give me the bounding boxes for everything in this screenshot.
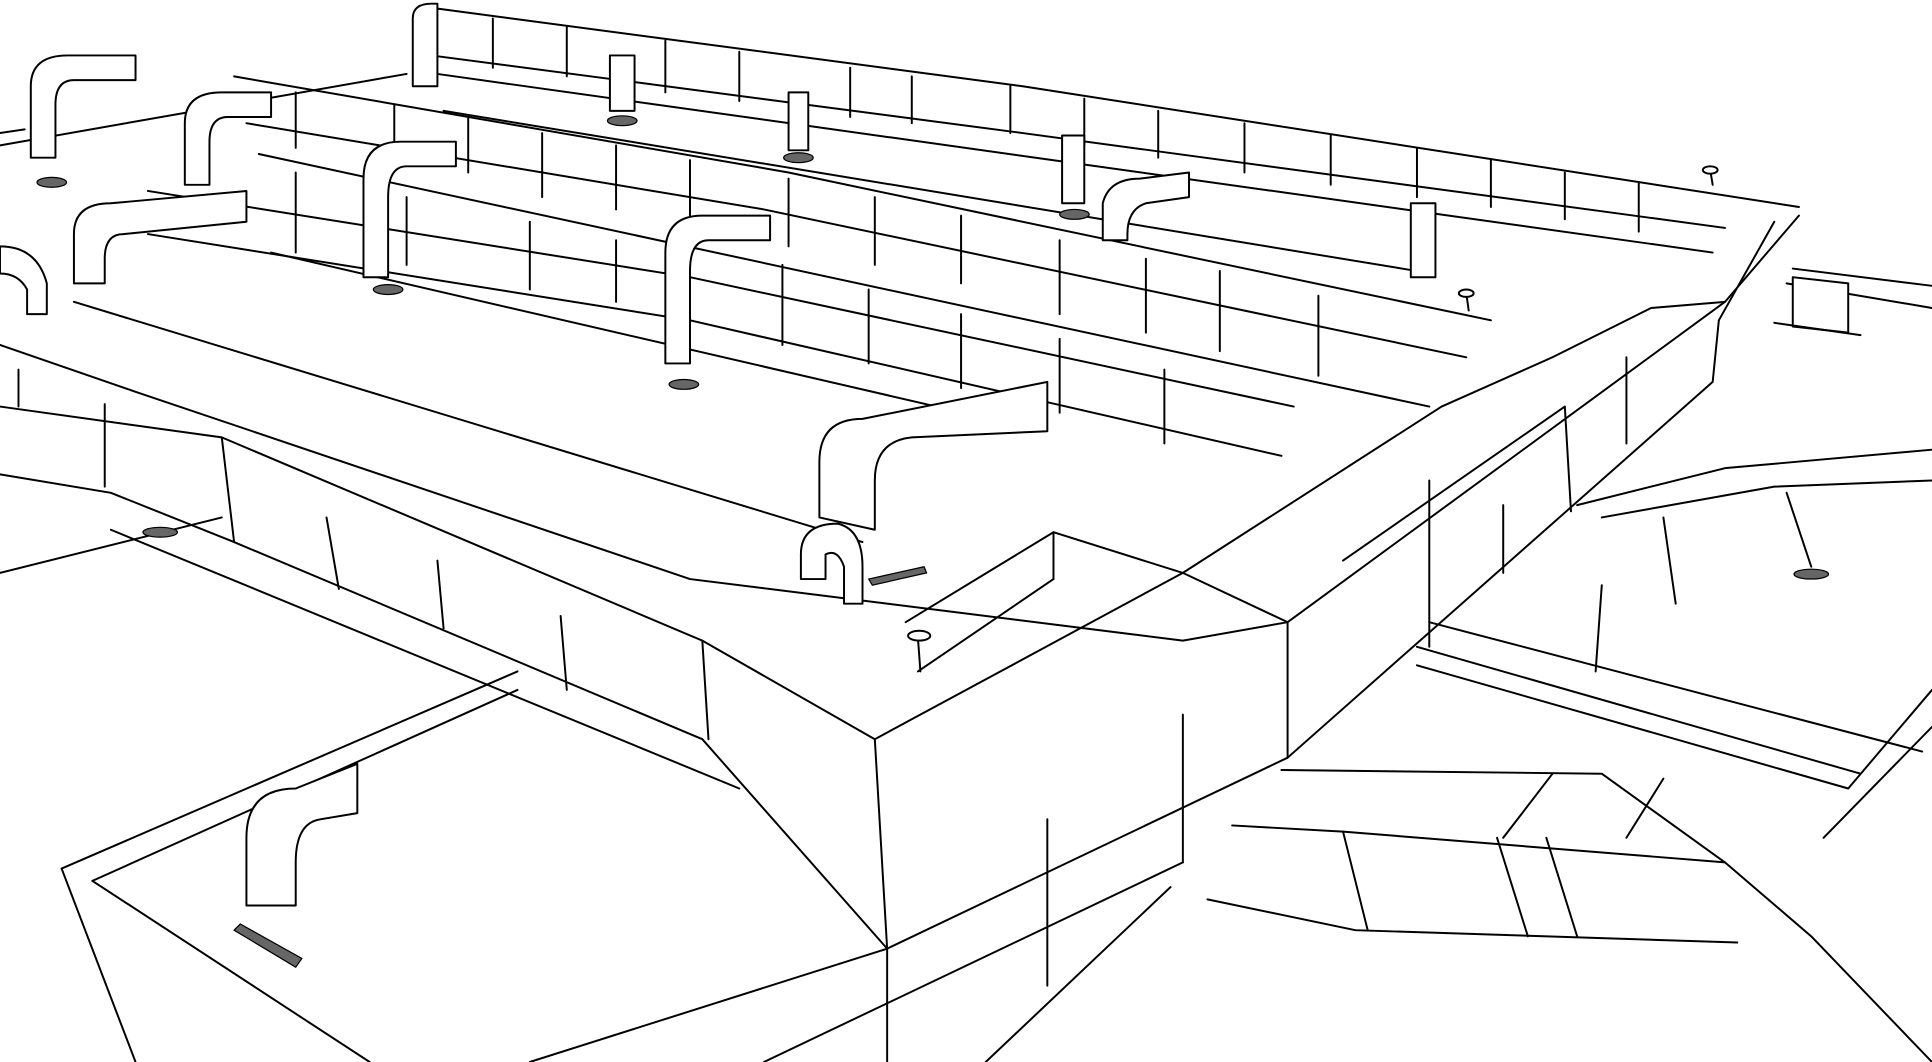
pipe-hanger [29,54,137,159]
pipe-hanger [183,91,273,186]
pipe-hanger [362,140,457,279]
mounting-pins [907,165,1719,673]
front-main-duct [0,214,1800,1062]
middle-duct [233,75,1492,408]
hanger-rods [36,54,1830,968]
pipe-hanger [818,380,1049,531]
pipe-hanger [799,522,864,605]
pipe-hanger [1101,171,1191,242]
pipe-hanger [72,189,248,285]
pipe-hangers [29,2,1191,907]
support-stand [1773,276,1862,337]
right-duct [1206,267,1932,1062]
back-duct [417,5,1800,273]
pipe-hanger [245,762,359,907]
pipe-hanger [664,214,772,365]
floor-lines [0,72,1924,1062]
left-edge-pipe [0,245,48,316]
pipe-hanger [411,2,439,88]
